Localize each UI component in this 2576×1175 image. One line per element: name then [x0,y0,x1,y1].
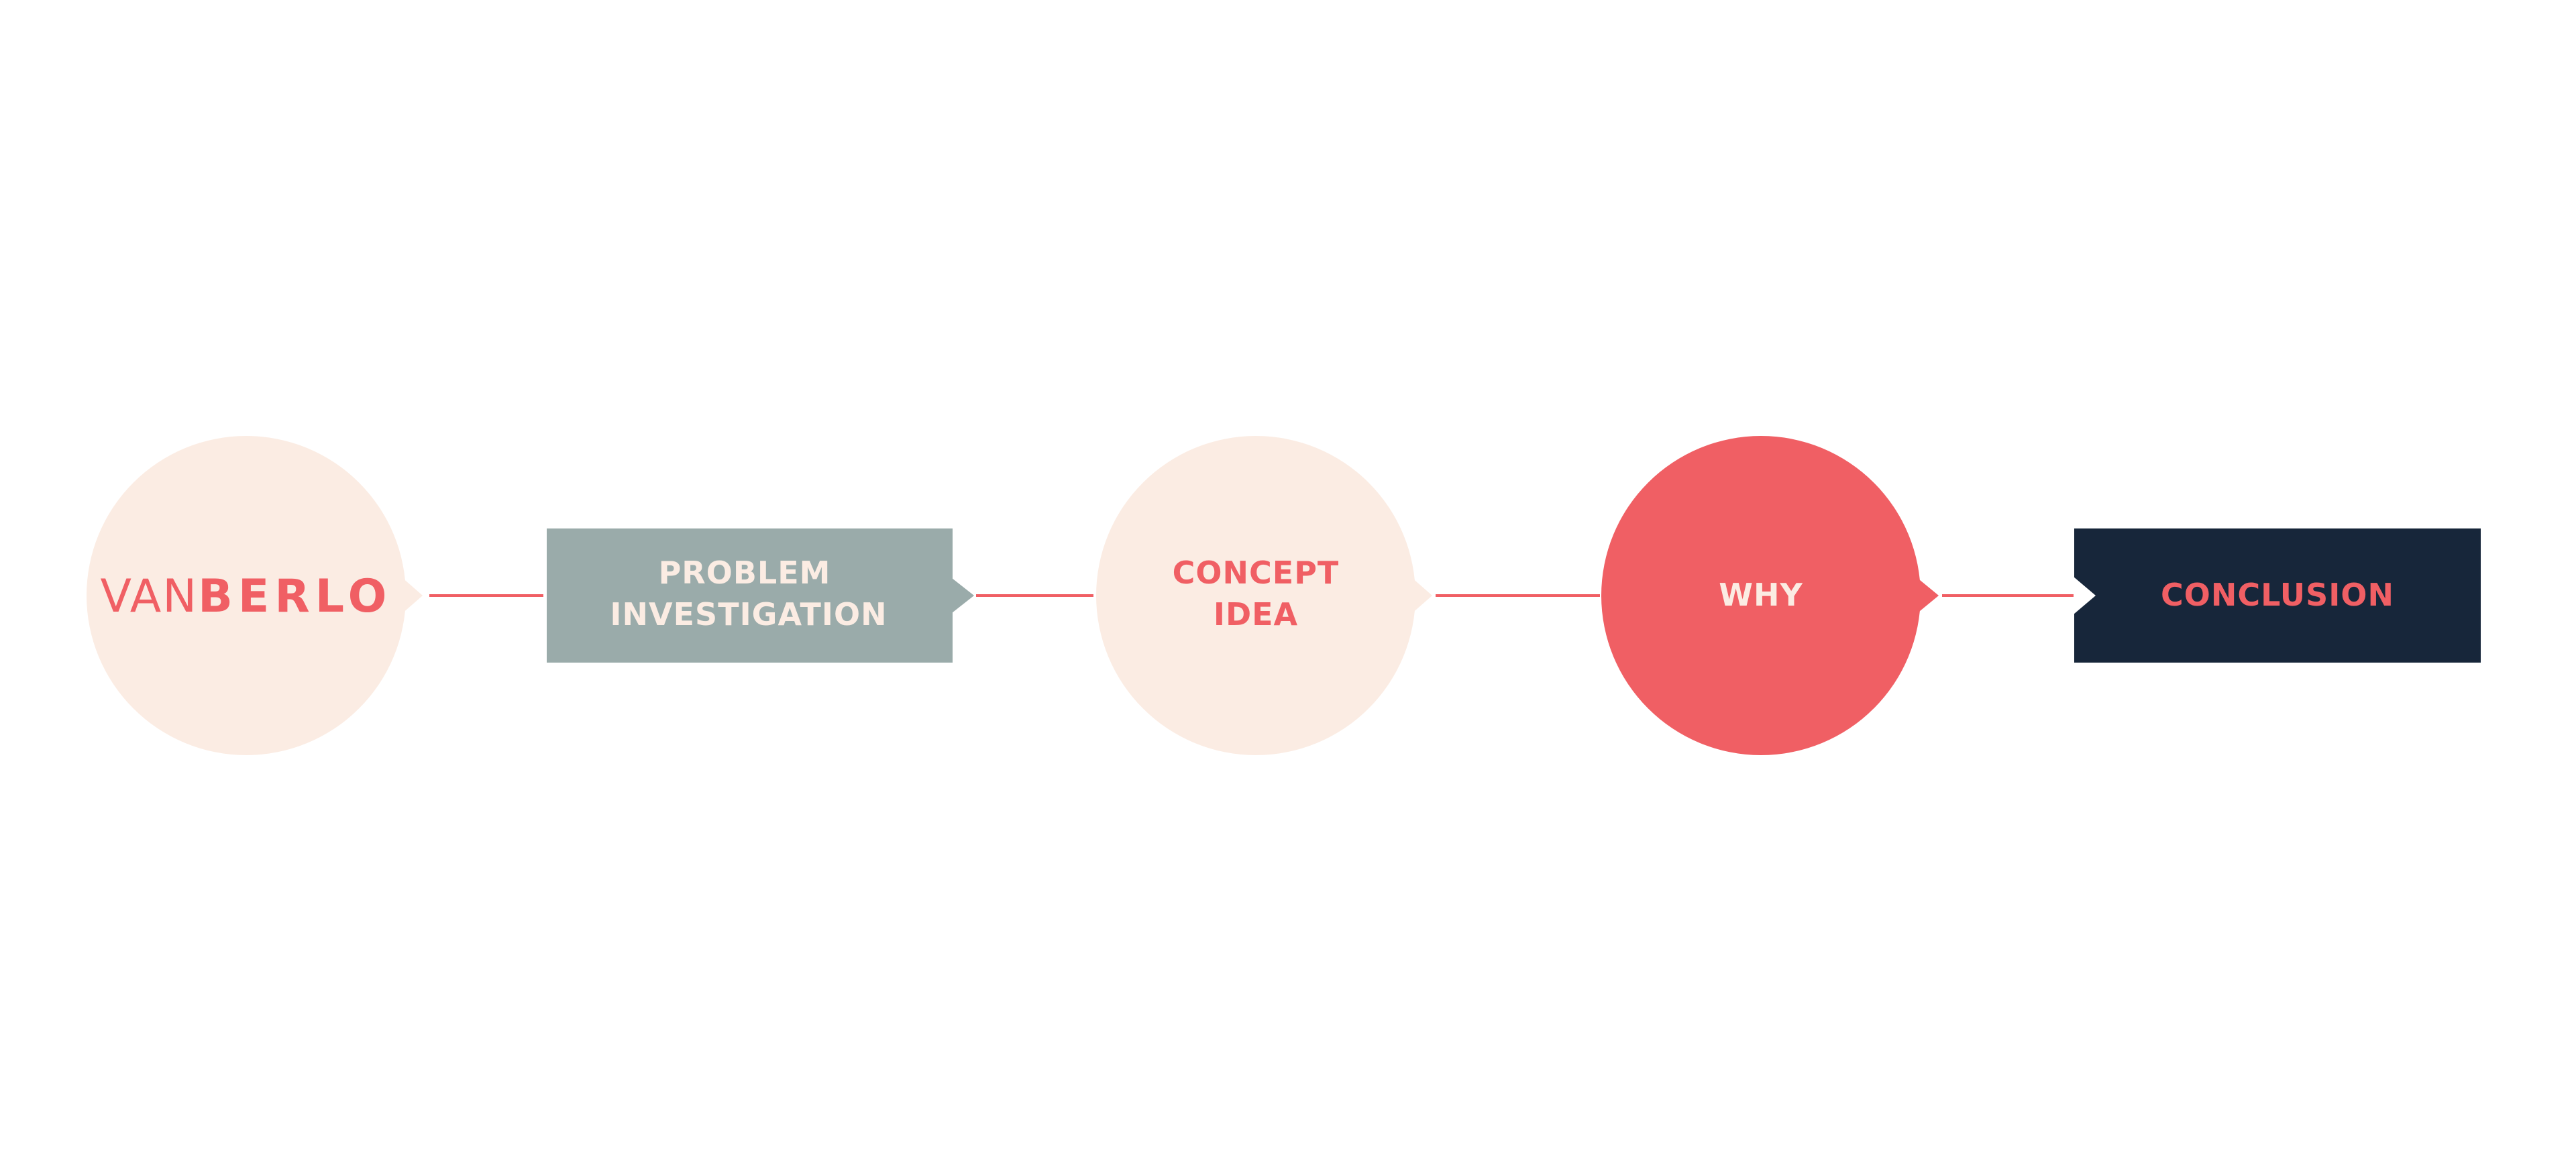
logo-wordmark: VANBERLO [101,570,392,623]
node-why-pointer [1916,577,1939,614]
node-concept-pointer [1411,577,1432,614]
node-problem-pointer [952,578,974,613]
node-concept-idea: CONCEPT IDEA [1096,436,1432,755]
node-logo-pointer [401,577,423,614]
node-conclusion-notch [2074,577,2096,614]
node-why-circle [1601,436,1921,755]
logo-brand: BERLO [198,570,392,623]
node-conclusion-box [2074,528,2481,663]
node-logo-circle [87,436,406,755]
node-concept-label-line1: CONCEPT [1173,555,1340,591]
node-concept-label-line2: IDEA [1214,596,1298,632]
node-problem-box [547,528,953,663]
node-problem-label-line1: PROBLEM [659,555,831,591]
node-why-label: WHY [1719,577,1803,613]
logo-prefix: VAN [101,570,199,623]
node-conclusion-label: CONCLUSION [2161,577,2394,613]
node-concept-circle [1096,436,1415,755]
node-problem-investigation: PROBLEM INVESTIGATION [547,528,974,663]
node-problem-label-line2: INVESTIGATION [610,596,887,632]
node-conclusion: CONCLUSION [2074,528,2481,663]
node-logo: VANBERLO [87,436,423,755]
node-why: WHY [1601,436,1939,755]
